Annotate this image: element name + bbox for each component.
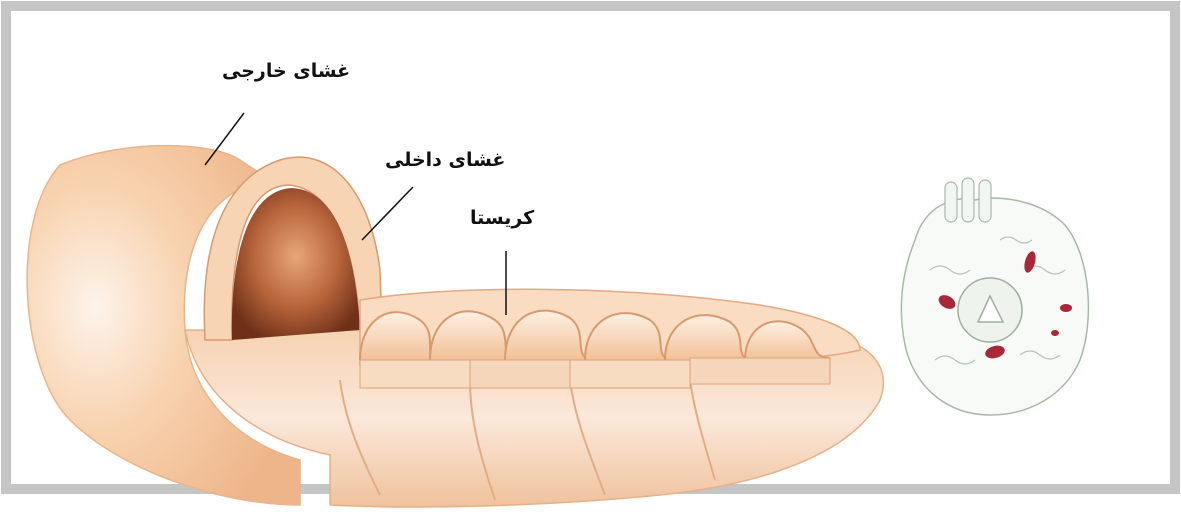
- label-outer-membrane: غشای خارجی: [222, 60, 350, 82]
- animal-cell-illustration: [901, 178, 1088, 415]
- mitochondrion-illustration: [27, 113, 883, 507]
- microvilli: [945, 178, 991, 222]
- label-cristae: کریستا: [470, 207, 534, 229]
- label-inner-membrane: غشای داخلی: [385, 149, 505, 171]
- leader-line-inner-membrane: [362, 187, 413, 240]
